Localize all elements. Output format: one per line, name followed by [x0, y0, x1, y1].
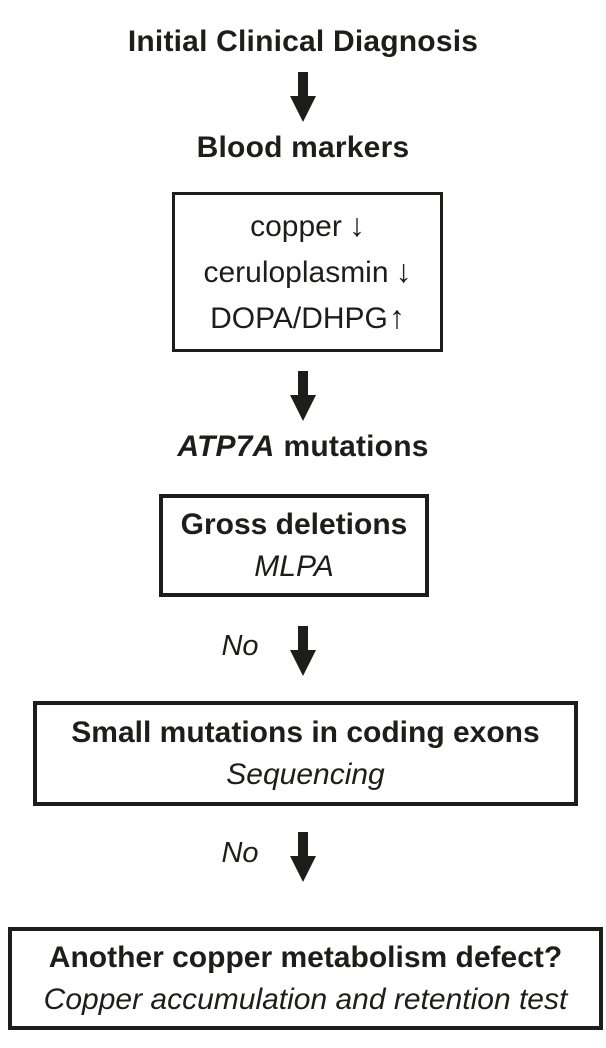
no-branch-label: No	[221, 630, 259, 662]
blood-markers-box: copper↓ ceruloplasmin↓ DOPA/DHPG↑	[172, 192, 443, 352]
gross-deletions-box: Gross deletions MLPA	[159, 494, 429, 597]
marker-dopa-dhpg-label: DOPA/DHPG	[210, 302, 388, 335]
small-mutations-method: Sequencing	[226, 758, 385, 791]
gross-deletions-title: Gross deletions	[180, 508, 408, 541]
decrease-arrow-icon: ↓	[395, 253, 412, 289]
marker-ceruloplasmin-label: ceruloplasmin	[203, 256, 389, 289]
gross-deletions-method: MLPA	[254, 550, 334, 583]
atp7a-heading-suffix: mutations	[283, 430, 429, 463]
other-defect-method: Copper accumulation and retention test	[43, 983, 568, 1016]
small-mutations-title: Small mutations in coding exons	[71, 716, 540, 749]
marker-copper: copper↓	[250, 203, 365, 249]
down-arrow-icon	[290, 371, 316, 421]
down-arrow-icon	[290, 626, 316, 676]
marker-ceruloplasmin: ceruloplasmin↓	[203, 249, 411, 295]
other-defect-title: Another copper metabolism defect?	[48, 941, 563, 974]
down-arrow-icon	[290, 72, 316, 122]
decrease-arrow-icon: ↓	[348, 207, 365, 243]
increase-arrow-icon: ↑	[388, 299, 405, 335]
marker-dopa-dhpg: DOPA/DHPG↑	[210, 295, 405, 341]
marker-copper-label: copper	[250, 210, 342, 243]
down-arrow-icon	[290, 832, 316, 882]
diagram-title: Initial Clinical Diagnosis	[127, 25, 479, 58]
atp7a-gene-name: ATP7A	[177, 430, 275, 463]
small-mutations-box: Small mutations in coding exons Sequenci…	[33, 701, 578, 806]
other-defect-box: Another copper metabolism defect? Copper…	[8, 927, 603, 1030]
no-branch-label: No	[221, 837, 259, 869]
blood-markers-heading: Blood markers	[196, 131, 410, 164]
